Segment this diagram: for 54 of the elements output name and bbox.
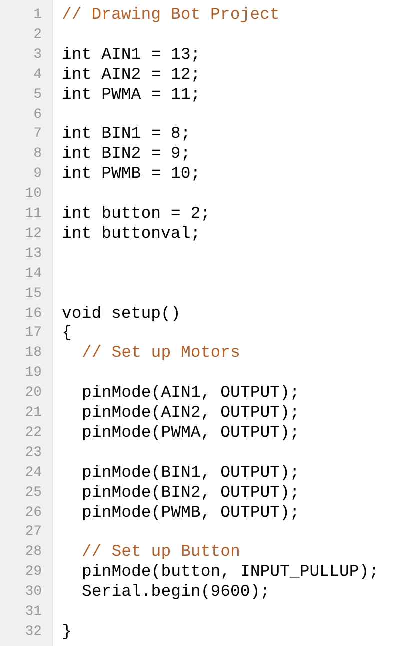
- code-line: int AIN1 = 13;: [62, 44, 201, 65]
- line-number: 4: [32, 66, 42, 85]
- code-line: int buttonval;: [62, 224, 201, 244]
- code-line: int PWMB = 10;: [62, 164, 201, 184]
- code-line: }: [62, 622, 72, 642]
- line-number: 30: [24, 583, 42, 602]
- code-line: {: [62, 323, 72, 344]
- line-number: 18: [24, 344, 42, 364]
- line-number: 6: [32, 106, 42, 124]
- line-number: 25: [24, 484, 42, 503]
- line-number: 3: [32, 46, 42, 65]
- line-number: 22: [24, 424, 42, 443]
- code-line: pinMode(button, INPUT_PULLUP);: [82, 562, 380, 582]
- code-line: Serial.begin(9600);: [82, 582, 270, 602]
- line-number: 21: [24, 404, 42, 423]
- line-number: 12: [24, 224, 42, 244]
- code-comment: // Set up Motors: [82, 343, 240, 364]
- line-number: 2: [32, 26, 42, 45]
- line-number: 7: [32, 125, 42, 144]
- code-line: int AIN2 = 12;: [62, 64, 201, 85]
- line-number: 1: [32, 6, 42, 25]
- line-number: 20: [24, 384, 42, 404]
- code-line: int BIN1 = 8;: [62, 124, 191, 144]
- line-number: 24: [24, 464, 42, 483]
- code-comment: // Drawing Bot Project: [62, 5, 280, 25]
- line-number: 28: [24, 543, 42, 562]
- code-comment: // Set up Button: [82, 542, 240, 562]
- line-number: 10: [24, 185, 42, 204]
- code-line: pinMode(PWMA, OUTPUT);: [82, 422, 300, 443]
- line-number: 26: [24, 504, 42, 522]
- code-line: pinMode(PWMB, OUTPUT);: [82, 502, 300, 522]
- line-number: 5: [32, 86, 42, 105]
- line-number: 27: [24, 523, 42, 542]
- line-number: 17: [24, 324, 42, 344]
- line-number: 23: [24, 444, 42, 463]
- line-number: 29: [24, 563, 42, 582]
- code-line: pinMode(BIN2, OUTPUT);: [82, 482, 300, 503]
- line-number: 32: [24, 622, 42, 642]
- line-number: 19: [24, 364, 42, 384]
- line-number: 15: [24, 284, 42, 304]
- line-number: 9: [32, 165, 42, 184]
- code-line: void setup(): [62, 304, 181, 324]
- line-number: 11: [24, 205, 42, 224]
- code-line: pinMode(AIN2, OUTPUT);: [82, 403, 300, 423]
- code-line: pinMode(AIN1, OUTPUT);: [82, 383, 300, 404]
- code-line: int BIN2 = 9;: [62, 144, 191, 164]
- code-line: pinMode(BIN1, OUTPUT);: [82, 462, 300, 483]
- line-number: 16: [24, 304, 42, 324]
- line-number: 8: [32, 145, 42, 164]
- line-number: 13: [24, 244, 42, 264]
- code-line: int button = 2;: [62, 204, 211, 224]
- code-line: int PWMA = 11;: [62, 84, 201, 105]
- line-number: 14: [24, 264, 42, 284]
- line-number: 31: [24, 603, 42, 622]
